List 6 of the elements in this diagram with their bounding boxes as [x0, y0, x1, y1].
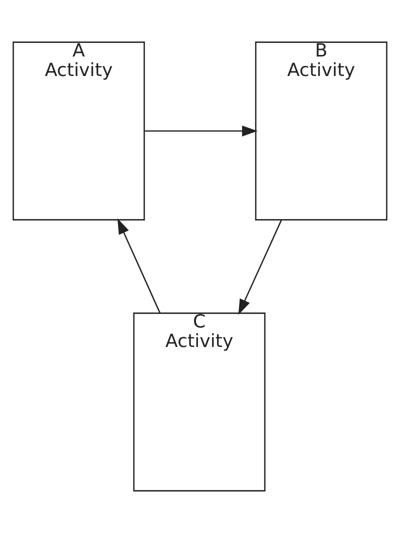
node-box: B Activity [255, 42, 388, 220]
node-box: C Activity [133, 312, 266, 492]
arrow [144, 126, 258, 136]
arrow [238, 220, 282, 315]
node-box: A Activity [12, 42, 145, 220]
arrow [117, 218, 161, 314]
